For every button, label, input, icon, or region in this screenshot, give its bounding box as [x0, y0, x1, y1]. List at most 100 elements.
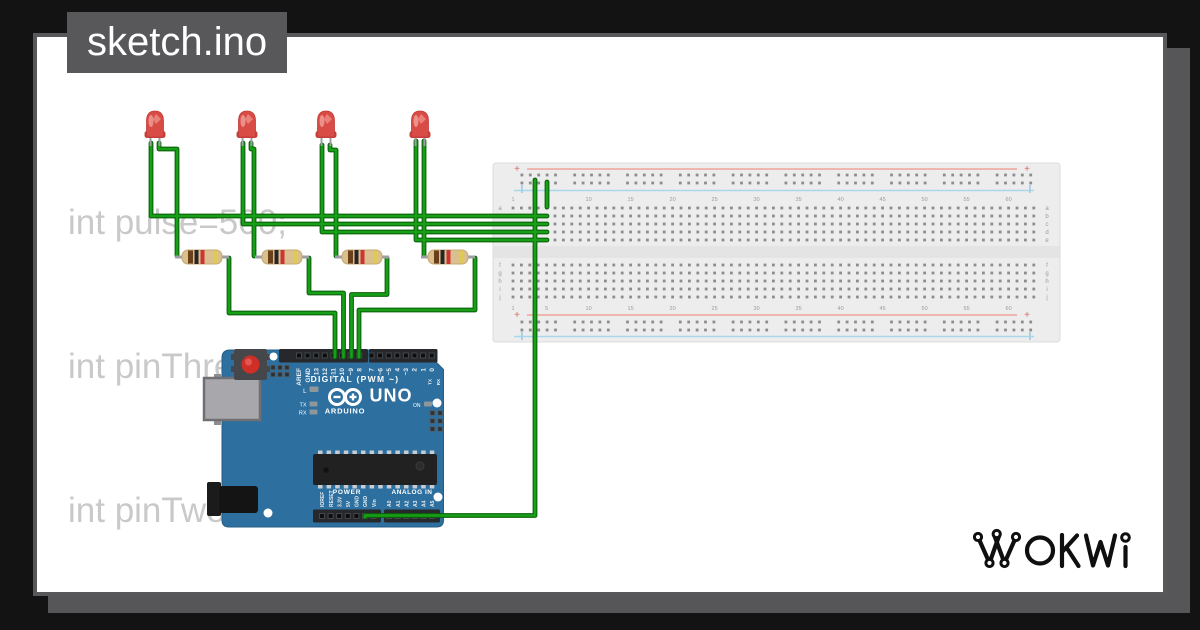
wire-green[interactable] [307, 256, 345, 359]
icsp-pin[interactable] [429, 426, 436, 432]
led-tx-indicator [309, 401, 318, 407]
pin-label: 0 [429, 368, 436, 372]
led-red[interactable] [144, 110, 166, 146]
icsp-pin[interactable] [284, 371, 290, 378]
led-tx-label: TX [299, 403, 306, 409]
wire-green[interactable] [357, 256, 477, 359]
circuit-diagram: ++++115510101515202025253030353540404545… [144, 110, 1061, 528]
icsp-pin[interactable] [437, 426, 443, 432]
header-pin[interactable] [368, 352, 375, 359]
header-pin[interactable] [411, 352, 418, 359]
column-number: 1 [511, 197, 514, 203]
pin-label: GND [363, 496, 369, 508]
pin-label: A3 [413, 500, 419, 507]
icsp-pin[interactable] [437, 410, 443, 416]
pin-label: ~3 [403, 368, 410, 376]
uno-label: UNO [370, 386, 413, 406]
wire-green[interactable] [241, 141, 549, 226]
logo-i-dot [1120, 532, 1131, 543]
band-gold [293, 250, 298, 264]
pin-label: AREF [296, 368, 303, 386]
resistor-1k[interactable] [421, 249, 475, 265]
row-label: c [1046, 222, 1049, 228]
band-gold [213, 250, 218, 264]
pin-label: 8 [356, 368, 363, 372]
resistor-1k[interactable] [175, 249, 229, 265]
icsp-pin[interactable] [284, 364, 290, 371]
pin-label: A4 [422, 500, 428, 507]
header-pin[interactable] [420, 352, 427, 359]
header-pin[interactable] [344, 513, 351, 519]
band-brown [434, 250, 439, 264]
header-pin[interactable] [385, 352, 392, 359]
header-pin[interactable] [336, 513, 343, 519]
header-pin[interactable] [394, 352, 401, 359]
header-pin[interactable] [319, 513, 325, 519]
icsp-pin[interactable] [270, 371, 276, 378]
wire-green[interactable] [414, 139, 549, 242]
header-pin[interactable] [402, 352, 409, 359]
mounting-hole [269, 352, 278, 361]
pin-label: GND [305, 368, 312, 383]
logo-node-dot [973, 531, 984, 543]
pin-label: RX [436, 379, 441, 385]
icsp-pin[interactable] [277, 364, 283, 371]
wire-green[interactable] [363, 178, 537, 519]
wokwi-logo [973, 528, 1131, 569]
header-pin[interactable] [353, 513, 360, 519]
wire-green[interactable] [350, 256, 389, 359]
row-label: b [1045, 214, 1049, 220]
header-pin[interactable] [304, 352, 311, 359]
led-rx-indicator [309, 409, 318, 415]
editor-canvas[interactable]: int pulse=500; int pinThree=11; int pinT… [33, 33, 1167, 596]
icsp-pin[interactable] [429, 410, 436, 416]
icsp-pin[interactable] [437, 418, 443, 424]
wire-green[interactable] [227, 256, 337, 359]
row-label: f [499, 263, 501, 269]
band-red [200, 250, 205, 264]
power-jack [207, 482, 221, 516]
pin-label: A0 [387, 500, 393, 507]
icsp-pin[interactable] [277, 371, 283, 378]
digital-caption: DIGITAL (PWM ~) [311, 374, 400, 384]
led-red[interactable] [409, 110, 431, 146]
resistor-1k[interactable] [255, 249, 309, 265]
resistor-1k[interactable] [335, 249, 389, 265]
band-black [194, 250, 199, 264]
header-pin[interactable] [327, 513, 334, 519]
wire-green[interactable] [328, 143, 338, 258]
analog-caption: ANALOG IN [392, 489, 433, 496]
icsp-pin[interactable] [429, 418, 436, 424]
row-label: a [1045, 206, 1049, 212]
pin-label: ~5 [386, 368, 393, 376]
wire-green[interactable] [149, 141, 549, 218]
mounting-hole [263, 508, 273, 518]
led-rx-label: RX [299, 411, 307, 417]
wires [148, 138, 550, 520]
header-pin[interactable] [377, 352, 384, 359]
rail-plus-mark: + [514, 310, 520, 321]
column-number: 10 [586, 197, 592, 203]
led-red[interactable] [315, 110, 337, 146]
column-number: 25 [712, 197, 718, 203]
breadboard[interactable]: ++++115510101515202025253030353540404545… [492, 162, 1061, 343]
header-pin[interactable] [313, 352, 320, 359]
header-pin[interactable] [296, 352, 302, 359]
icsp-pin[interactable] [270, 364, 276, 371]
header-pin[interactable] [321, 352, 328, 359]
led-red[interactable] [236, 110, 258, 146]
wire-green[interactable] [320, 143, 549, 234]
rail-plus-mark: + [514, 164, 520, 175]
pin-label: A2 [404, 500, 410, 507]
atmega-chip[interactable] [313, 454, 437, 485]
band-brown [268, 250, 273, 264]
rail-minus-mark [1029, 185, 1031, 193]
pin-label: TX [427, 379, 432, 385]
logo-letter-k [1064, 545, 1081, 569]
wire-green[interactable] [157, 141, 179, 258]
header-pin[interactable] [428, 352, 435, 359]
power-led-indicator [424, 401, 432, 407]
row-label: e [1045, 238, 1049, 244]
